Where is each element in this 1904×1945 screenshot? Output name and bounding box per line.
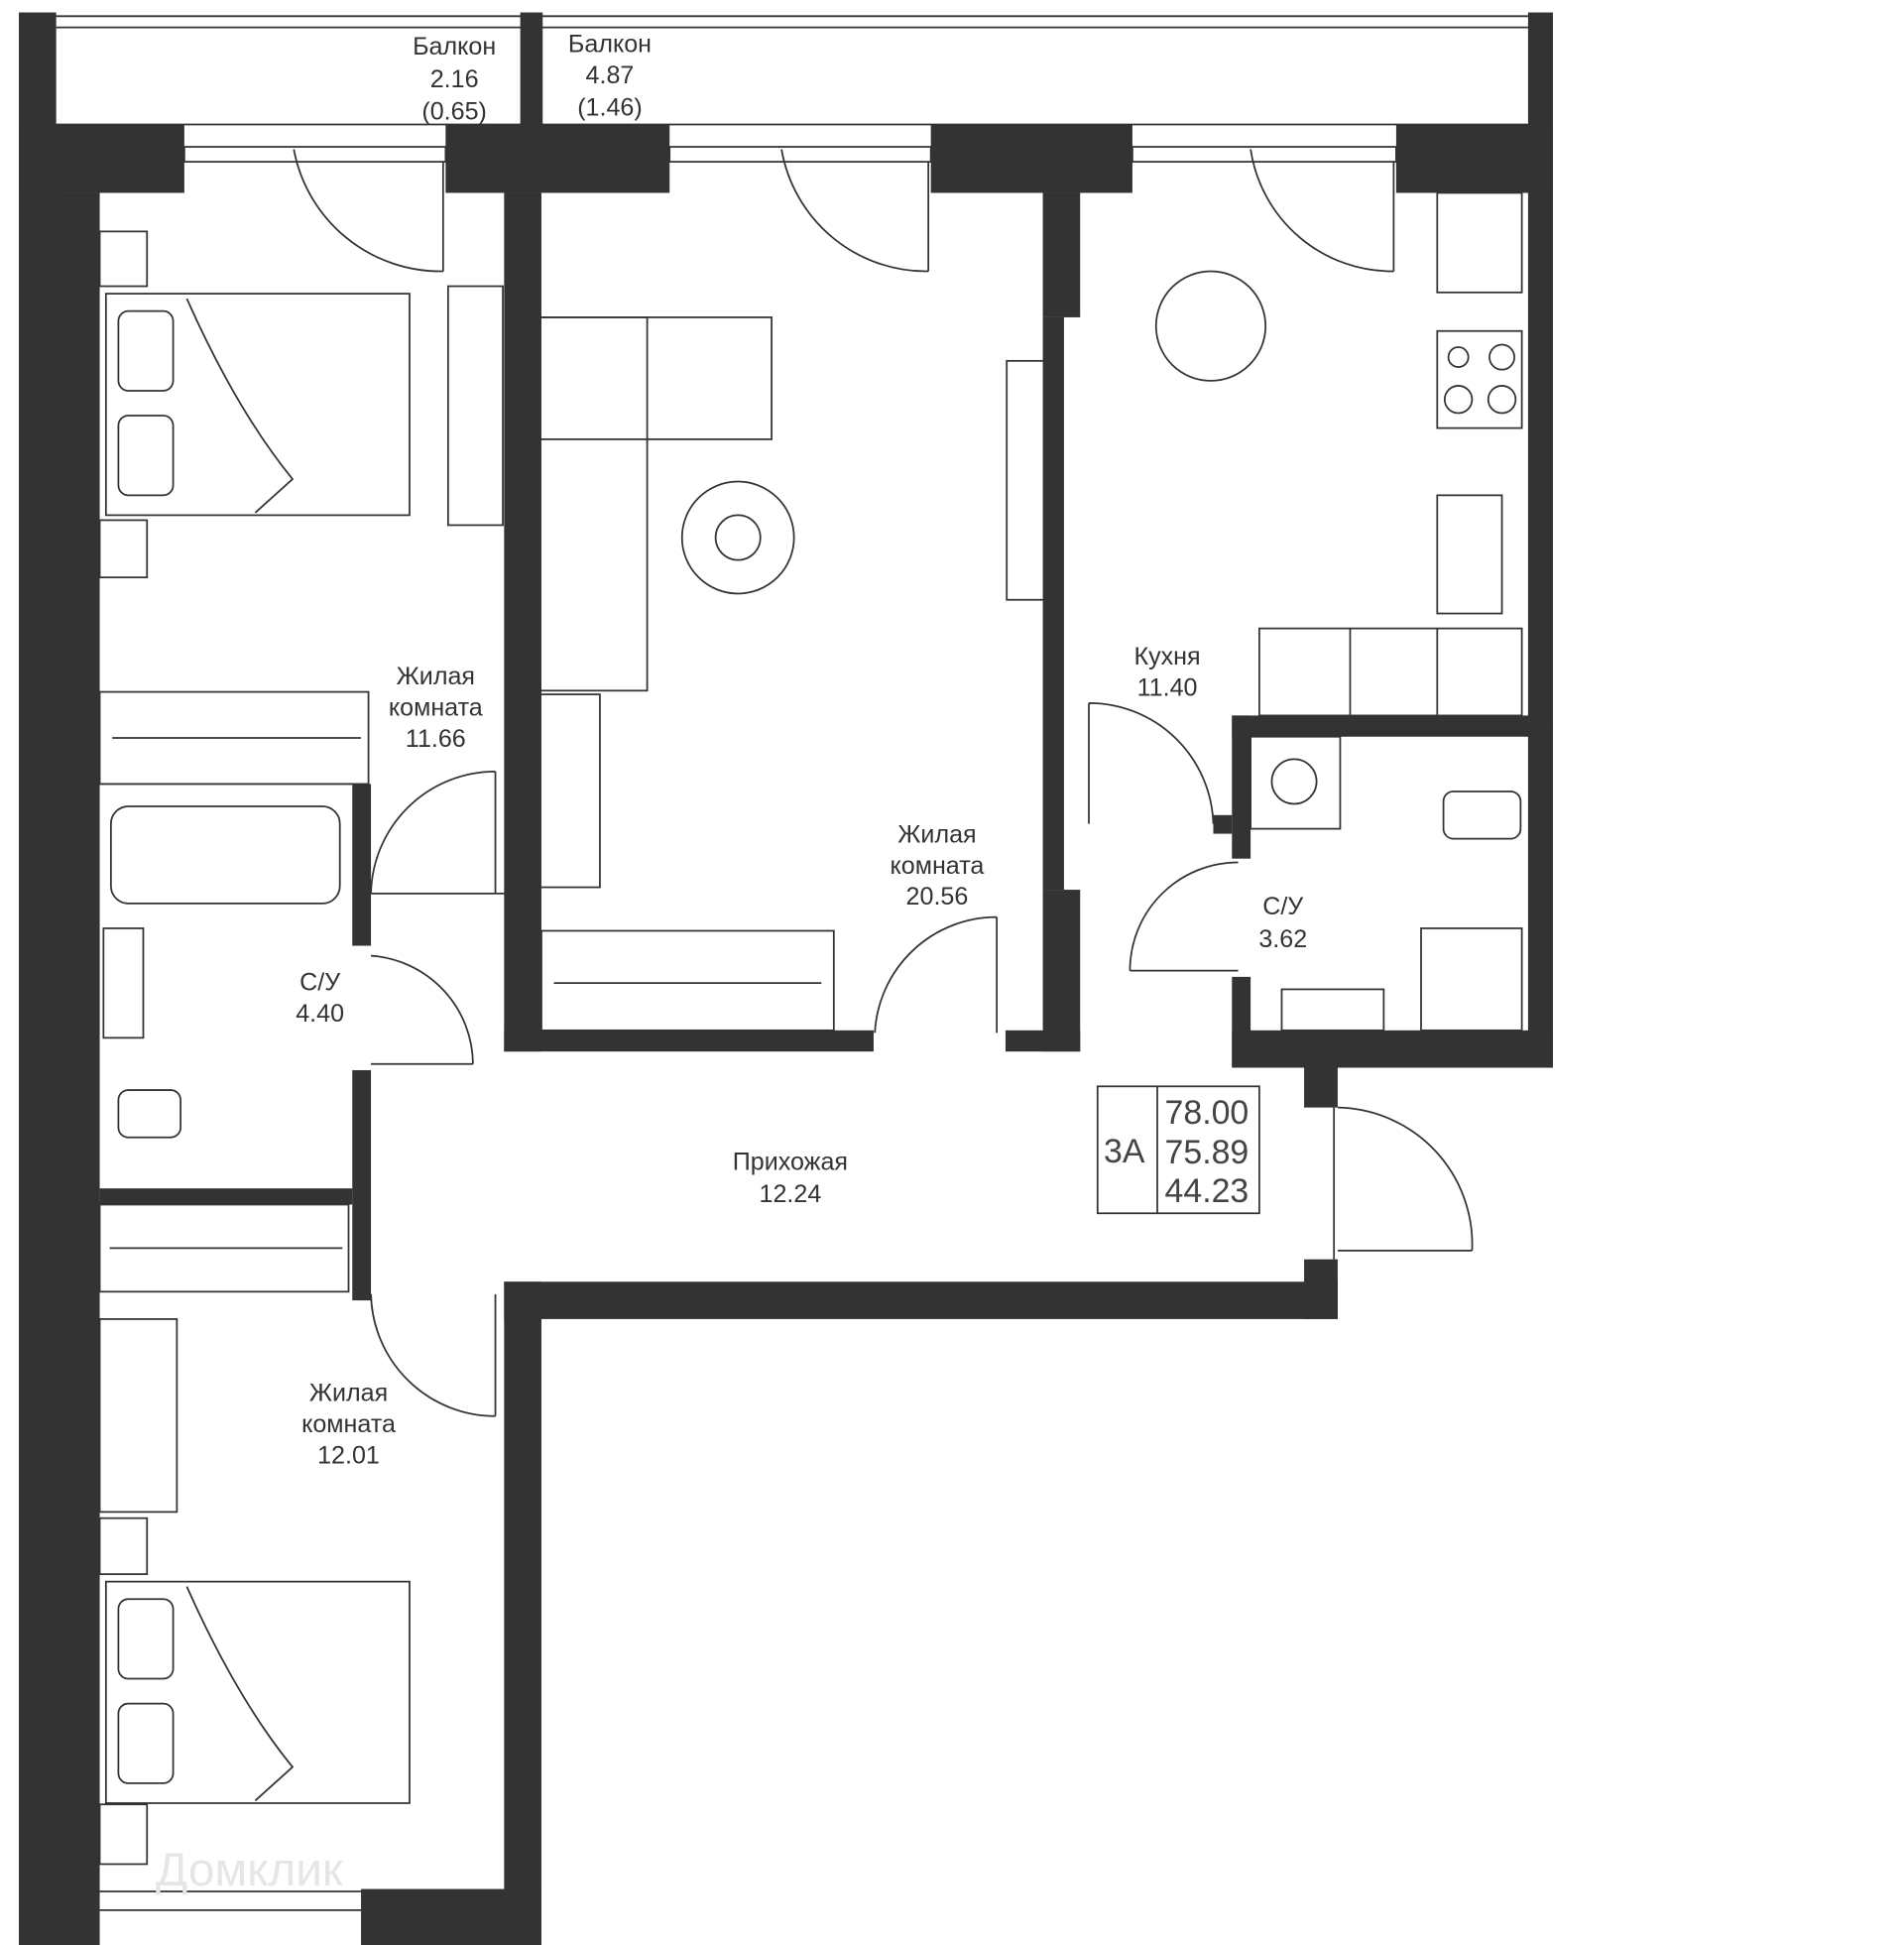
summary-box — [1096, 1085, 1260, 1215]
bath2-name: С/У — [1262, 893, 1304, 920]
bedroom1-area: 11.66 — [406, 725, 466, 753]
hall-area: 12.24 — [760, 1180, 822, 1208]
bed — [104, 293, 411, 517]
balcony1-name: Балкон — [413, 33, 496, 61]
living-name1: Жилая — [897, 820, 976, 848]
balcony1-area: 2.16 — [430, 65, 479, 93]
thin-lines — [56, 15, 1528, 1911]
bathtub — [109, 805, 341, 905]
wardrobe — [98, 690, 370, 786]
balcony2-name: Балкон — [568, 31, 652, 59]
kitchen-name: Кухня — [1133, 643, 1200, 670]
living-area-sum: 44.23 — [1165, 1172, 1250, 1210]
bedroom2-area: 12.01 — [317, 1441, 380, 1469]
sink — [1436, 494, 1503, 615]
balcony2-reduced: (1.46) — [577, 94, 643, 122]
labels: Балкон 2.16 (0.65) Балкон 4.87 (1.46) Жи… — [156, 31, 1307, 1896]
bath1-name: С/У — [299, 969, 341, 997]
washbasin — [102, 927, 145, 1039]
bath1-area: 4.40 — [296, 1000, 344, 1028]
window — [668, 146, 932, 163]
wardrobe — [540, 929, 835, 1032]
balcony2-area: 4.87 — [586, 61, 635, 89]
desk — [522, 693, 601, 889]
furniture — [98, 191, 1523, 1866]
balcony1-reduced: (0.65) — [421, 97, 487, 125]
living-total-area: 75.89 — [1165, 1134, 1250, 1171]
hall-name: Прихожая — [733, 1148, 848, 1175]
wardrobe — [98, 1203, 350, 1293]
desk — [98, 1318, 178, 1514]
doors — [293, 149, 1474, 1417]
living-name2: комната — [891, 852, 985, 880]
bedroom1-name2: комната — [389, 693, 483, 721]
watermark: Домклик — [156, 1844, 344, 1896]
total-area: 78.00 — [1165, 1094, 1250, 1132]
bedroom2-name2: комната — [301, 1410, 396, 1438]
living-area: 20.56 — [906, 883, 969, 911]
shower — [1420, 927, 1523, 1032]
window — [1131, 146, 1397, 163]
apartment-type: 3А — [1104, 1133, 1145, 1170]
window — [183, 146, 447, 163]
stove — [1436, 329, 1523, 429]
bedroom1-name1: Жилая — [397, 663, 475, 690]
bedroom2-name1: Жилая — [309, 1380, 388, 1407]
kitchen-area: 11.40 — [1137, 673, 1198, 701]
bed — [104, 1580, 411, 1804]
toilet — [117, 1089, 182, 1139]
bath2-area: 3.62 — [1258, 925, 1307, 953]
table — [1154, 270, 1267, 382]
walls — [19, 12, 1553, 1945]
